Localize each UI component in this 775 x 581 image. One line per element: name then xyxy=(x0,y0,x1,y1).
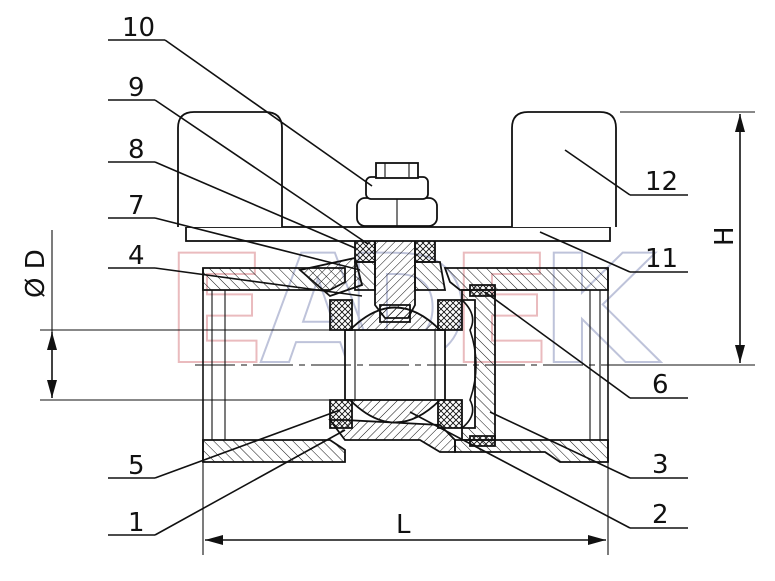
callout-labels: 10 9 8 7 4 5 1 12 11 6 3 2 xyxy=(122,13,678,538)
dimension-l-label: L xyxy=(396,510,411,540)
callout-6: 6 xyxy=(652,370,669,400)
callout-4: 4 xyxy=(128,241,145,271)
leader-lines xyxy=(108,39,688,536)
callout-2: 2 xyxy=(652,500,669,530)
dimension-d-label: Ø D xyxy=(21,249,51,298)
watermark-letter: E xyxy=(450,224,552,398)
callout-5: 5 xyxy=(128,451,145,481)
callout-10: 10 xyxy=(122,13,155,43)
callout-7: 7 xyxy=(128,191,145,221)
dimension-height: H xyxy=(620,111,755,366)
callout-1: 1 xyxy=(128,508,145,538)
butterfly-handle xyxy=(177,111,617,242)
callout-9: 9 xyxy=(128,73,145,103)
callout-3: 3 xyxy=(652,450,669,480)
dimension-length: L xyxy=(202,462,609,555)
callout-11: 11 xyxy=(645,244,678,274)
stem-nut xyxy=(356,162,438,227)
callout-8: 8 xyxy=(128,135,145,165)
valve-body xyxy=(202,256,609,463)
ball xyxy=(344,304,446,424)
seats xyxy=(329,299,463,429)
dimension-h-label: H xyxy=(710,226,740,246)
callout-12: 12 xyxy=(645,167,678,197)
watermark-letter: E xyxy=(165,224,267,398)
dimension-diameter: Ø D xyxy=(21,230,350,401)
